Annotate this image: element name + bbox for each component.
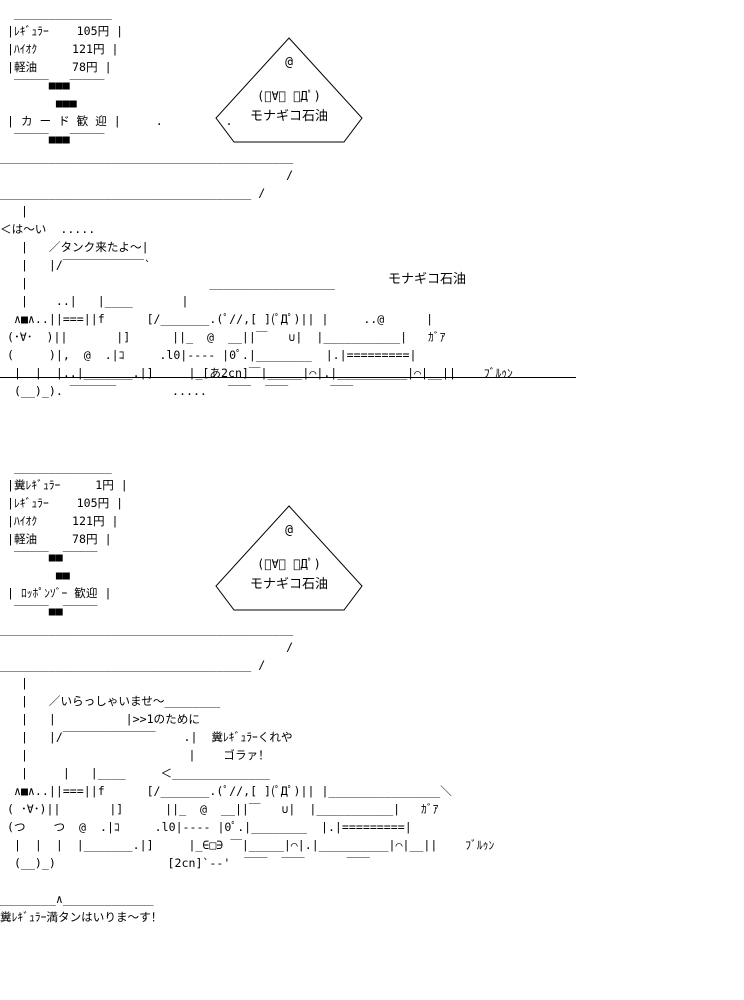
art-line: | ﾛｯﾎﾟﾝｿﾞｰ 歓迎 | xyxy=(6,586,112,600)
art-line: | | |____ ＜______________ xyxy=(20,766,270,780)
art-line: ￣￣￣■■￣￣￣ xyxy=(13,604,98,618)
ascii-art-panel-top: ______________ |ﾚｷﾞｭﾗｰ 105円 | |ﾊｲｵｸ 121円… xyxy=(0,4,513,400)
art-line: |軽油 78円 | xyxy=(6,532,112,546)
art-line: (つ つ @ .|ｺ .l0|---- |0ﾟ.|________ |.|===… xyxy=(6,820,412,834)
sign-mark-bottom: @ xyxy=(285,523,293,538)
art-line: | | |..|_______.|] |_[あ2cn]￣|_____|⌒|.|_… xyxy=(13,366,513,380)
art-line: | ／タンク来たよ～| xyxy=(20,240,149,254)
art-line: (__)_). ￣￣￣￣ ..... ￣￣ ￣￣ ￣￣ xyxy=(0,384,354,398)
art-line: |ﾊｲｵｸ 121円 | xyxy=(6,514,119,528)
art-line: ■■ xyxy=(55,568,70,582)
art-line: | |/￣￣￣￣￣￣￣` xyxy=(20,258,151,272)
ground-line-top xyxy=(0,377,576,378)
sign-mark-top: @ xyxy=(285,55,293,70)
art-line: 糞ﾚｷﾞｭﾗｰ満タンはいりま～す！ xyxy=(0,910,163,924)
art-line: |ﾊｲｵｸ 121円 | xyxy=(6,42,119,56)
art-line: ________________________________________… xyxy=(0,150,294,164)
art-line: ______________ xyxy=(13,460,112,474)
art-line: | xyxy=(20,204,28,218)
art-line: ∧■∧..||===||f [/_______.(ﾟ//,[ ](ﾟДﾟ)|| … xyxy=(13,784,452,798)
truck-side-text-top: モナギコ石油 xyxy=(388,268,467,287)
art-line: | ..| |____ | xyxy=(20,294,189,308)
art-line: ( )|, @ .|ｺ .l0|---- |0ﾟ.|________ |.|==… xyxy=(6,348,417,362)
sign-face-top: (ﾟ∀ﾟ ﾟДﾟ) xyxy=(257,89,321,103)
art-line: / xyxy=(286,168,294,182)
sign-diamond-top: @ (ﾟ∀ﾟ ﾟДﾟ) モナギコ石油 xyxy=(215,37,363,143)
sign-shop-name-bottom: モナギコ石油 xyxy=(250,577,328,592)
art-line: ________∧_____________ xyxy=(0,892,154,906)
art-line: | __________________ xyxy=(20,276,336,290)
art-line: ____________________________________ / xyxy=(0,186,266,200)
art-line: ( ･∀･)|| |] ||_ @ __||￣ ∪| |___________|… xyxy=(6,802,439,816)
art-line: ￣￣￣■■■￣￣￣ xyxy=(13,78,105,92)
art-line: | ／いらっしゃいませ～________ xyxy=(20,694,221,708)
art-line: ________________________________________… xyxy=(0,622,294,636)
art-line: / xyxy=(286,640,294,654)
art-line: | | ゴラァ！ xyxy=(20,748,270,762)
art-line: (__)_) [2cn]`--' ￣￣ ￣￣ ￣￣ xyxy=(13,856,370,870)
art-line: ____________________________________ / xyxy=(0,658,266,672)
art-line: |糞ﾚｷﾞｭﾗｰ 1円 | xyxy=(6,478,128,492)
art-line: ￣￣￣■■■￣￣￣ xyxy=(13,132,105,146)
art-line: | カ ー ド 歓 迎 | . . xyxy=(6,114,233,128)
art-line: ∧■∧..||===||f [/_______.(ﾟ//,[ ](ﾟДﾟ)|| … xyxy=(13,312,434,326)
art-line: |ﾚｷﾞｭﾗｰ 105円 | xyxy=(6,496,124,510)
art-line: ■■■ xyxy=(55,96,77,110)
sign-face-bottom: (ﾟ∀ﾟ ﾟДﾟ) xyxy=(257,557,321,571)
art-line: ＜は～い ..... xyxy=(0,222,96,236)
art-line: |ﾚｷﾞｭﾗｰ 105円 | xyxy=(6,24,124,38)
art-line: | |/￣￣￣￣￣￣￣￣ .| 糞ﾚｷﾞｭﾗｰくれや xyxy=(20,730,293,744)
art-line: (･∀･ )|| |] ||_ @ __||￣ ∪| |___________|… xyxy=(6,330,446,344)
ascii-art-panel-bottom: ______________ |糞ﾚｷﾞｭﾗｰ 1円 | |ﾚｷﾞｭﾗｰ 105… xyxy=(0,458,494,926)
sign-shop-name-top: モナギコ石油 xyxy=(250,109,328,124)
art-line: ￣￣￣■■￣￣￣ xyxy=(13,550,98,564)
art-line: | xyxy=(20,676,28,690)
sign-diamond-bottom: @ (ﾟ∀ﾟ ﾟДﾟ) モナギコ石油 xyxy=(215,505,363,611)
art-line: ______________ xyxy=(13,6,112,20)
art-line: | | | |_______.|] |_∈□∋ ￣|_____|⌒|.|____… xyxy=(13,838,495,852)
art-line: |軽油 78円 | xyxy=(6,60,112,74)
art-line: | | |>>1のために xyxy=(20,712,200,726)
